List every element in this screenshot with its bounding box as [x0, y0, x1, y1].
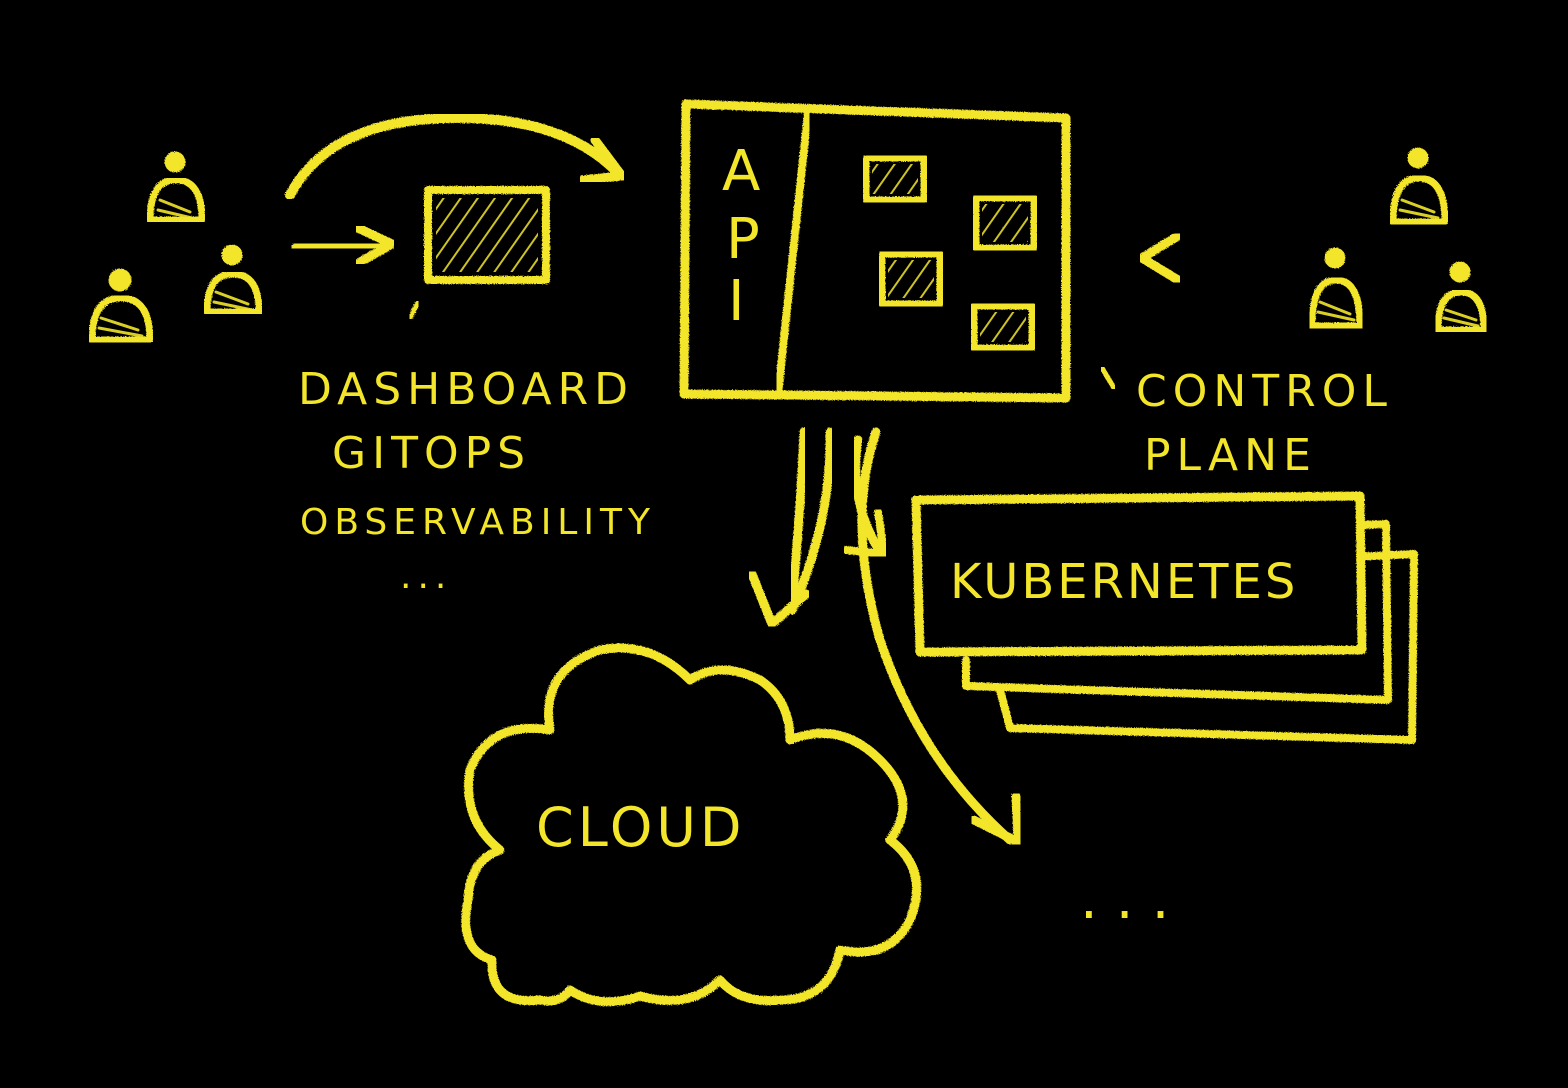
- kubernetes-label: KUBERNETES: [950, 554, 1298, 610]
- ellipsis-left: ...: [400, 556, 452, 597]
- person-icon: [88, 268, 154, 344]
- component-icon: [862, 154, 928, 204]
- right-users: [1308, 147, 1488, 334]
- control-plane-text-group: CONTROL PLANE: [1099, 365, 1393, 481]
- gitops-label: GITOPS: [332, 428, 531, 479]
- dashboard-text-group: DASHBOARD GITOPS OBSERVABILITY ...: [298, 364, 656, 597]
- component-icon: [972, 194, 1038, 252]
- control-plane-components: [862, 154, 1038, 352]
- api-label-letter-p: P: [726, 207, 760, 272]
- screen-icon: [407, 186, 550, 321]
- person-icon: [146, 151, 206, 224]
- plane-label: PLANE: [1144, 430, 1317, 481]
- control-label: CONTROL: [1136, 366, 1393, 417]
- arrow-api-to-others: [857, 427, 1023, 847]
- kubernetes-card: [911, 491, 1367, 657]
- arrow-users-to-api: [285, 112, 627, 200]
- api-control-plane-box: A P I: [679, 99, 1071, 403]
- stacked-cards-icon: KUBERNETES: [911, 491, 1418, 744]
- arrow-api-to-cloud: [747, 427, 835, 629]
- person-icon: [1389, 147, 1449, 226]
- cloud-label: CLOUD: [536, 796, 745, 859]
- api-label-letter-i: I: [728, 269, 745, 334]
- component-icon: [878, 250, 944, 308]
- arrow-users-to-dashboard: [291, 223, 397, 267]
- api-label-group: A P I: [722, 139, 760, 334]
- observability-label: OBSERVABILITY: [300, 502, 656, 543]
- cloud-icon: CLOUD: [461, 643, 922, 1007]
- api-label-letter-a: A: [722, 139, 760, 204]
- ellipsis-right: ...: [1080, 867, 1187, 932]
- person-icon: [1434, 261, 1488, 334]
- arrow-users-to-control-plane: [1137, 231, 1267, 285]
- dashboard-label: DASHBOARD: [298, 364, 634, 415]
- left-users: [88, 151, 263, 344]
- component-icon: [970, 302, 1036, 352]
- person-icon: [1308, 247, 1364, 330]
- person-icon: [203, 244, 263, 316]
